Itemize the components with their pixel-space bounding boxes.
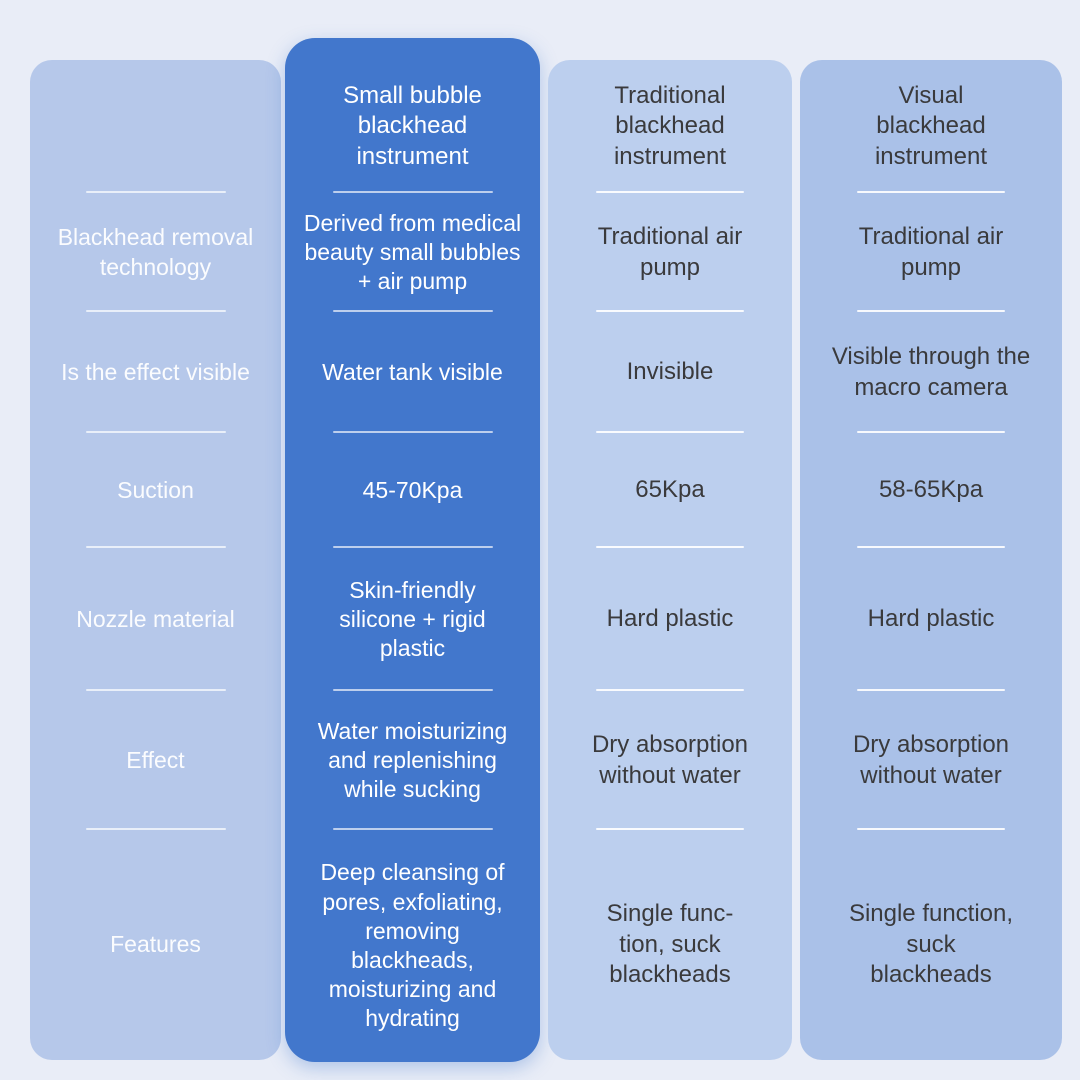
row-label-features: Features [110, 931, 201, 958]
column-header-visual: Visual blackhead instrument [800, 60, 1062, 193]
cell-visual-visibility: Visible through the macro camera [800, 312, 1062, 433]
cell-traditional-visibility: Invisible [548, 312, 792, 433]
cell-traditional-suction: 65Kpa [548, 433, 792, 548]
cell-visual-technology: Traditional air pump [800, 193, 1062, 312]
cell-visual-features: Single function, suck blackheads [848, 900, 1014, 989]
product-column-visual: Visual blackhead instrument Traditional … [800, 60, 1062, 1060]
cell-small-bubble-nozzle-material: Skin-friendly silicone + rigid plastic [285, 548, 540, 691]
cell-traditional-technology: Traditional air pump [548, 193, 792, 312]
cell-small-bubble-suction: 45-70Kpa [285, 433, 540, 548]
cell-traditional-effect: Dry absorption without water [548, 691, 792, 830]
cell-small-bubble-features: Deep cleansing of pores, exfoliating, re… [320, 859, 505, 1032]
row-label-nozzle-material: Nozzle material [30, 548, 281, 691]
product-column-small-bubble: Small bubble blackhead instrument Derive… [285, 38, 540, 1062]
cell-visual-nozzle-material: Hard plastic [800, 548, 1062, 691]
product-column-traditional: Traditional blackhead instrument Traditi… [548, 60, 792, 1060]
cell-visual-effect: Dry absorption without water [800, 691, 1062, 830]
column-header-traditional: Traditional blackhead instrument [548, 60, 792, 193]
row-label-technology: Blackhead removal technology [30, 193, 281, 312]
row-label-visibility: Is the effect visible [30, 312, 281, 433]
cell-small-bubble-technology: Derived from medical beauty small bubble… [285, 193, 540, 312]
cell-small-bubble-visibility: Water tank visible [285, 312, 540, 433]
cell-small-bubble-effect: Water moisturizing and replenishing whil… [285, 691, 540, 830]
row-label-effect: Effect [30, 691, 281, 830]
cell-traditional-nozzle-material: Hard plastic [548, 548, 792, 691]
labels-header-spacer [30, 60, 281, 193]
row-label-suction: Suction [30, 433, 281, 548]
cell-traditional-features: Single func- tion, suck blackheads [606, 900, 734, 989]
column-header-small-bubble: Small bubble blackhead instrument [285, 60, 540, 193]
row-labels-column: Blackhead removal technology Is the effe… [30, 60, 281, 1060]
cell-visual-suction: 58-65Kpa [800, 433, 1062, 548]
